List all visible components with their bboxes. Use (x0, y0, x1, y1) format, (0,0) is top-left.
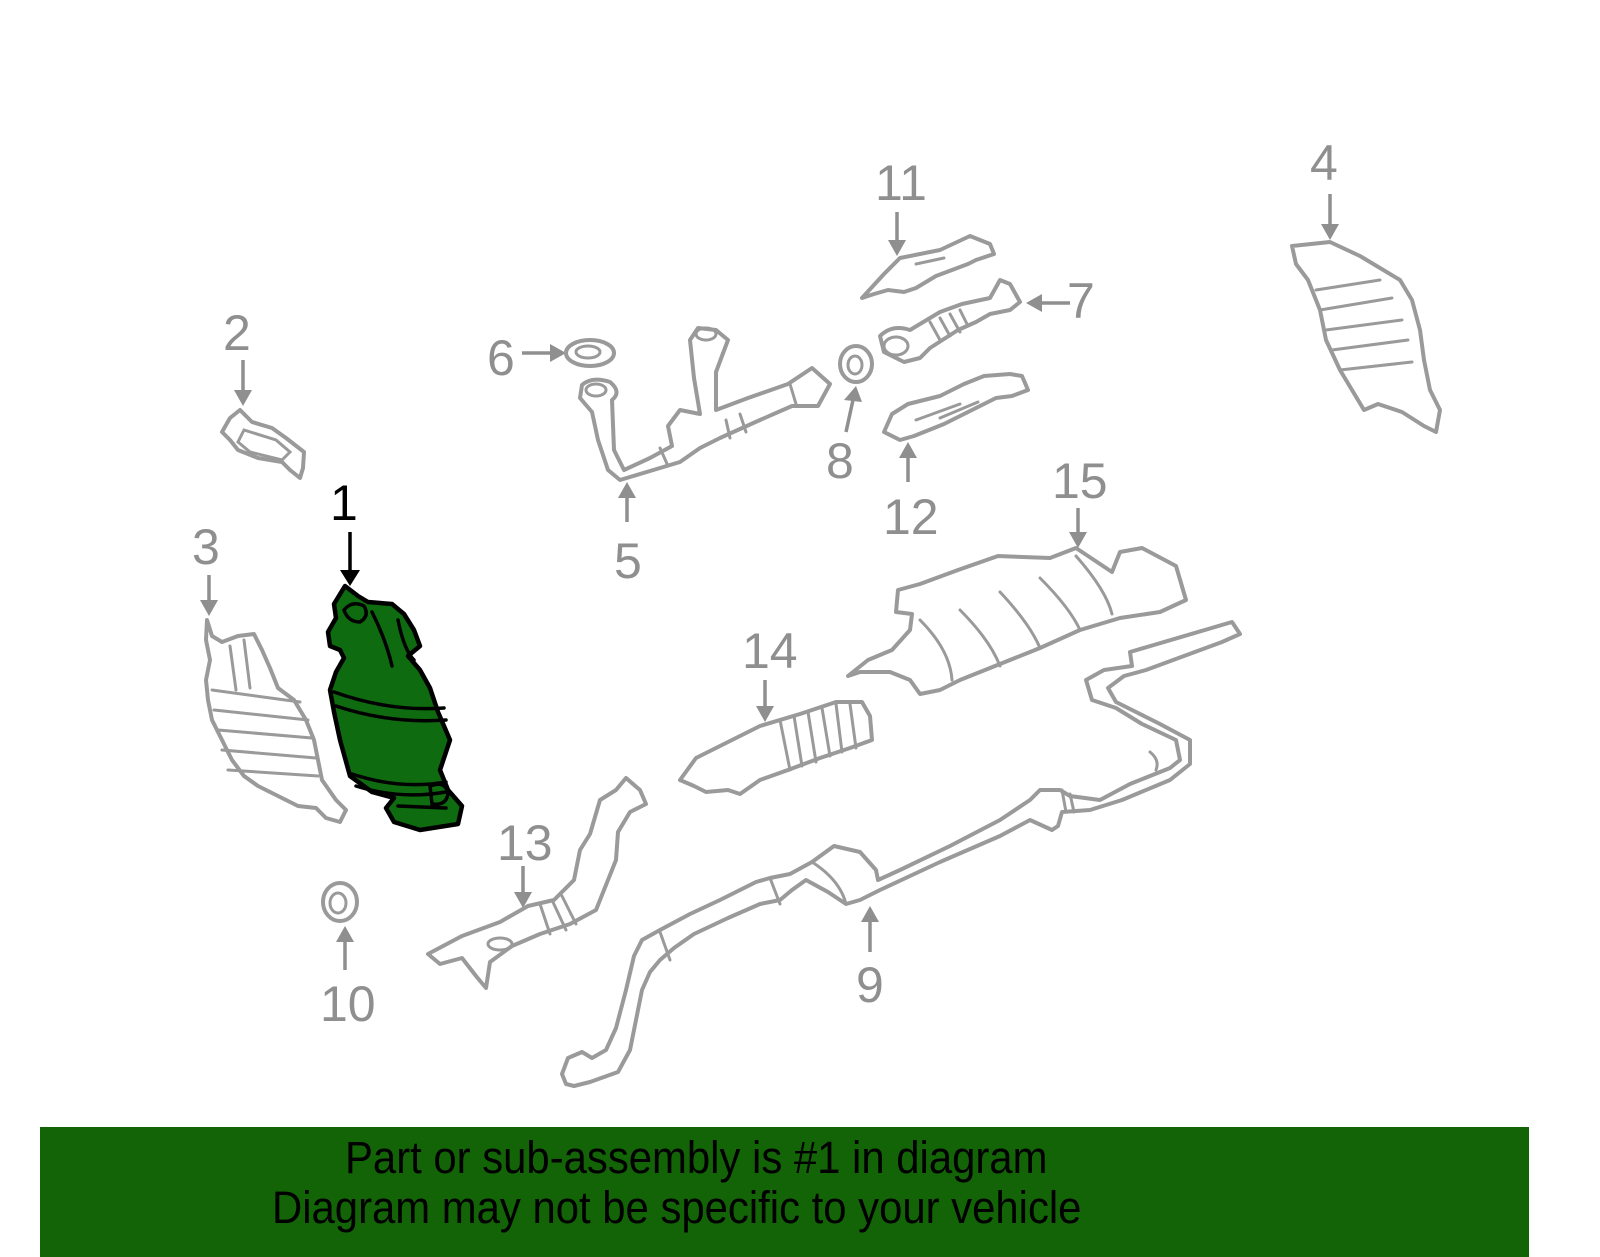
callout-6: 6 (487, 330, 515, 386)
arrowhead-11 (888, 240, 906, 256)
callout-15: 15 (1052, 453, 1108, 509)
arrowhead-12 (899, 442, 917, 458)
part-13-pipe[interactable]: 13 (426, 776, 648, 990)
part-1-catalytic-converter[interactable]: 1 (325, 475, 465, 833)
part-9-muffler[interactable]: 9 (560, 620, 1242, 1088)
part-2-gasket[interactable]: 2 (220, 305, 306, 480)
callout-12: 12 (883, 489, 939, 545)
arrowhead-1 (340, 570, 360, 586)
callout-7: 7 (1067, 273, 1095, 329)
arrowhead-13 (514, 892, 532, 908)
part-11-heat-shield[interactable]: 11 (860, 155, 996, 300)
arrowhead-5 (618, 482, 636, 498)
arrowhead-4 (1321, 224, 1339, 240)
arrow-8 (844, 399, 855, 433)
arrowhead-8 (844, 386, 862, 402)
callout-10: 10 (320, 976, 376, 1032)
callout-11: 11 (875, 155, 927, 211)
part-12-heat-shield[interactable]: 12 (882, 372, 1030, 545)
part-4-heat-shield[interactable]: 4 (1290, 135, 1442, 434)
arrowhead-14 (756, 706, 774, 722)
arrowhead-15 (1069, 532, 1087, 548)
banner-line-disclaimer: Diagram may not be specific to your vehi… (272, 1182, 1082, 1233)
callout-5: 5 (614, 533, 642, 589)
arrowhead-6 (550, 344, 566, 362)
callout-14: 14 (742, 623, 798, 679)
callout-1: 1 (330, 475, 358, 531)
arrowhead-2 (234, 390, 252, 406)
part-15-heat-shield[interactable]: 15 (846, 453, 1188, 696)
callout-2: 2 (223, 305, 251, 361)
part-7-catalytic-converter[interactable]: 7 (878, 273, 1095, 364)
info-banner: Part or sub-assembly is #1 in diagram Di… (40, 1127, 1529, 1257)
arrowhead-10 (336, 926, 354, 942)
banner-line-part-number: Part or sub-assembly is #1 in diagram (345, 1132, 1048, 1183)
arrowhead-9 (861, 906, 879, 922)
arrowhead-3 (200, 600, 218, 616)
part-14-heat-shield[interactable]: 14 (678, 623, 874, 796)
callout-3: 3 (192, 519, 220, 575)
arrowhead-7 (1026, 294, 1042, 312)
exhaust-parts-diagram: 2 3 1 10 6 (192, 135, 1442, 1088)
callout-8: 8 (826, 433, 854, 489)
part-6-gasket[interactable]: 6 (487, 330, 616, 386)
part-8-gasket[interactable]: 8 (826, 344, 874, 489)
callout-4: 4 (1310, 135, 1338, 191)
callout-13: 13 (497, 815, 553, 871)
part-5-front-pipe[interactable]: 5 (578, 326, 832, 589)
part-3-heat-shield[interactable]: 3 (192, 519, 348, 824)
part-10-gasket[interactable]: 10 (320, 881, 376, 1032)
callout-9: 9 (856, 957, 884, 1013)
